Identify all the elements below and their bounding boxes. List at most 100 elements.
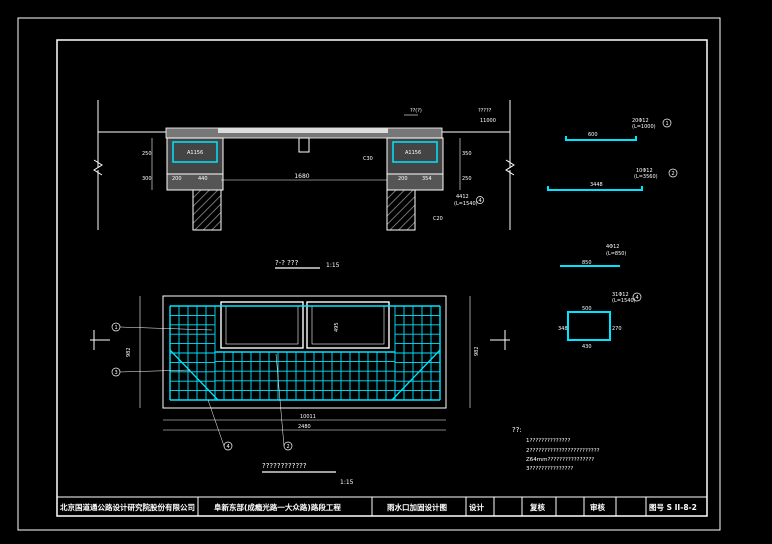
right-w1: 200 [398, 176, 408, 182]
notes-heading: ??: [512, 426, 522, 434]
section-view: 1680 250 300 200 440 350 250 200 354 ??(… [93, 100, 515, 269]
cut-marker-left [90, 330, 110, 350]
rebar-1-callout [662, 118, 672, 128]
c20-label: C20 [433, 216, 443, 222]
inner-border [56, 39, 708, 517]
rebar-details: 600 20Φ12 (L=1000) 1 3448 10Φ12 (L=3560)… [547, 118, 678, 350]
plan-callout-1-num: 1 [115, 325, 118, 331]
top-right-val: 11000 [480, 118, 496, 124]
rebar-1-shape [565, 136, 637, 141]
note-line-2: 2???????????????????????? [526, 448, 600, 454]
top-tag: ??(?) [410, 108, 422, 114]
right-beam-rebar [392, 141, 438, 163]
rebar-4-w: 500 [582, 306, 592, 312]
plan-callout-2-num: 2 [287, 444, 290, 450]
tb-sheet-no: 图号 S II-8-2 [649, 503, 697, 512]
rebar-4-bottom: 430 [582, 344, 592, 350]
right-beam [386, 137, 444, 175]
section-caption: ?-? ??? [275, 259, 299, 267]
break-symbol-right [505, 100, 515, 230]
left-w1: 200 [172, 176, 182, 182]
right-h2: 250 [462, 176, 472, 182]
rebar-4-h1: 348 [558, 326, 568, 332]
plan-callout-2-leader [275, 353, 285, 447]
plan-callout-1-leader [119, 326, 213, 331]
break-symbol-left [93, 100, 103, 230]
rebar-3-len: 850 [582, 260, 592, 266]
rebar-1-spec: 20Φ12 [632, 118, 649, 124]
mark-right: A1156 [405, 150, 421, 156]
title-block-frame [56, 496, 708, 517]
right-wall [386, 189, 416, 231]
top-right-tag: ????? [478, 108, 492, 114]
rebar-4-callout [632, 292, 642, 302]
plan-caption: ???????????? [262, 462, 307, 470]
left-h1: 250 [142, 151, 152, 157]
tb-project: 阜新东部(成瘾光路一大众路)路段工程 [214, 502, 341, 512]
rebar-1-note: (L=1000) [632, 124, 656, 130]
tb-design: 设计 [469, 502, 484, 512]
plan-callout-4-num: 4 [227, 444, 230, 450]
tb-review: 复核 [529, 502, 545, 512]
rebar-1-num: 1 [666, 121, 669, 127]
rebar-3-note: (L=850) [606, 251, 626, 257]
grate-cover [218, 128, 388, 133]
rebar-2-len: 3448 [590, 182, 603, 188]
plan-callout-3-num: 3 [115, 370, 118, 376]
rebar-4-note: (L=1540) [612, 298, 636, 304]
plan-right-height: 982 [474, 346, 480, 356]
tb-drawing: 雨水口加固设计图 [387, 502, 447, 512]
r4-note: (L=1540) [454, 201, 478, 207]
rebar-grid [169, 305, 441, 401]
grate-drop [298, 137, 310, 153]
callout-4-section-num: 4 [479, 198, 482, 204]
opening-right [306, 301, 390, 349]
right-base [386, 173, 444, 191]
rebar-2-shape [547, 186, 643, 191]
right-h1: 350 [462, 151, 472, 157]
rebar-diagonal [169, 349, 219, 401]
plan-scale: 1:15 [340, 479, 354, 486]
outer-border [17, 17, 721, 531]
c30-label: C30 [363, 156, 373, 162]
rebar-4-num: 4 [636, 295, 639, 301]
rebar-2-spec: 10Φ12 [636, 168, 653, 174]
left-beam [166, 137, 224, 175]
notes: ??: 1?????????????? 2???????????????????… [512, 426, 600, 472]
span-dim: 1680 [294, 173, 309, 180]
left-beam-rebar [172, 141, 218, 163]
left-wall [192, 189, 222, 231]
cut-marker-right [490, 330, 510, 350]
plan-left-height: 982 [126, 347, 132, 357]
opening-right-inner [311, 305, 385, 345]
title-block: 北京国道通公路设计研究院股份有限公司 阜新东部(成瘾光路一大众路)路段工程 雨水… [56, 496, 708, 517]
plan-callout-3-leader [119, 369, 191, 373]
plan-callout-4-leader [207, 399, 225, 447]
plan-mid-label: 10011 [300, 414, 316, 420]
plan-inner-height: 495 [334, 322, 340, 332]
tb-company: 北京国道通公路设计研究院股份有限公司 [60, 502, 195, 512]
opening-left-inner [225, 305, 299, 345]
callout-4-section [476, 196, 484, 204]
rebar-3-spec: 4Φ12 [606, 244, 619, 250]
rebar-1-len: 600 [588, 132, 598, 138]
rebar-4-shape [567, 311, 611, 341]
section-scale: 1:15 [326, 262, 340, 269]
note-line-4: 3??????????????? [526, 466, 573, 472]
rebar-diagonal [391, 349, 441, 401]
rebar-4-spec: 31Φ12 [612, 292, 629, 298]
plan-view: 10011 2480 982 982 495 1 3 4 2 ?????????… [90, 295, 510, 486]
tb-approve: 审核 [590, 502, 605, 512]
left-w2: 440 [198, 176, 208, 182]
note-line-3: Z64mm???????????????? [526, 457, 594, 463]
rebar-2-note: (L=3560) [634, 174, 658, 180]
rebar-4-h2: 270 [612, 326, 622, 332]
rebar-2-num: 2 [672, 171, 675, 177]
opening-left [220, 301, 304, 349]
r4-tag: 4412 [456, 194, 469, 200]
note-line-1: 1?????????????? [526, 438, 570, 444]
right-w2: 354 [422, 176, 432, 182]
rebar-2-callout [668, 168, 678, 178]
plan-total-width: 2480 [298, 424, 311, 430]
